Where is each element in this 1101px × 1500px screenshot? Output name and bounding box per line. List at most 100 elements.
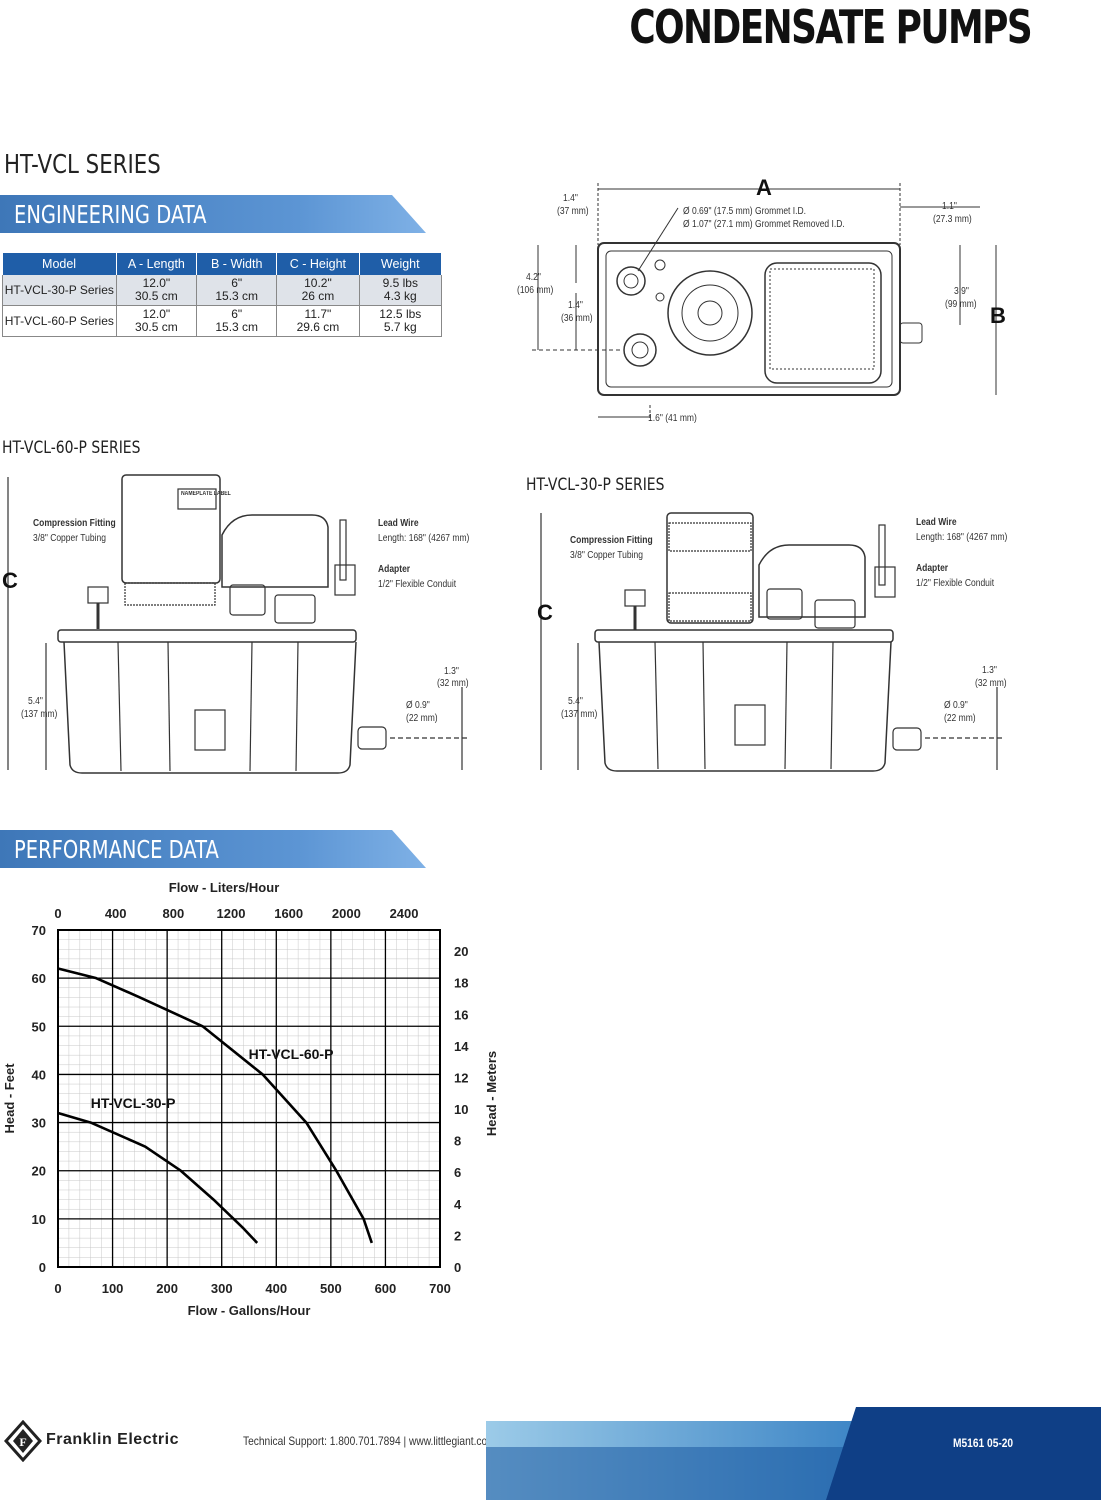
- engineering-banner: ENGINEERING DATA: [0, 195, 426, 233]
- y-tick-label: 10: [32, 1212, 46, 1227]
- chart-border: [57, 929, 441, 1268]
- engineering-table: Model A - Length B - Width C - Height We…: [2, 253, 443, 337]
- cell-model: HT-VCL-30-P Series: [2, 275, 117, 306]
- dim-1-6: 1.6" (41 mm): [648, 413, 697, 424]
- chart-series: [57, 967, 374, 1244]
- grommet-label-2: Ø 1.07" (27.1 mm) Grommet Removed I.D.: [683, 219, 845, 230]
- y2-axis-label: Head - Meters: [484, 1051, 499, 1136]
- dim-1-4-in: 1.4": [563, 193, 578, 204]
- dim-letter-c-30: C: [537, 600, 553, 625]
- cell-length: 12.0"30.5 cm: [116, 275, 198, 306]
- y-tick-label: 50: [32, 1019, 46, 1034]
- series-title: HT-VCL SERIES: [4, 150, 161, 180]
- x2-tick-label: 2000: [332, 906, 361, 921]
- x-tick-label: 600: [375, 1281, 397, 1296]
- x2-tick-label: 400: [105, 906, 127, 921]
- cell-value-in: 12.0": [142, 276, 171, 290]
- dim-1-1-mm: (27.3 mm): [933, 214, 972, 225]
- adapter-label-30: Adapter: [916, 563, 949, 574]
- y-tick-label: 70: [32, 923, 46, 938]
- outlet: [357, 726, 387, 750]
- y-axis-label: Head - Feet: [2, 1063, 17, 1134]
- y2-tick-label: 8: [454, 1134, 461, 1149]
- x-tick-label: 400: [265, 1281, 287, 1296]
- y2-tick-label: 20: [454, 944, 468, 959]
- y2-tick-label: 0: [454, 1260, 461, 1275]
- brand-name: Franklin Electric: [46, 1431, 179, 1448]
- lead-length-label-30: Length: 168" (4267 mm): [916, 532, 1008, 543]
- col-width: B - Width: [196, 253, 278, 275]
- cell-model: HT-VCL-60-P Series: [2, 305, 117, 337]
- cell-value-metric: 30.5 cm: [135, 289, 178, 303]
- performance-heading: PERFORMANCE DATA: [14, 835, 219, 864]
- x-tick-label: 300: [211, 1281, 233, 1296]
- dim-1-3-mm-30: (32 mm): [975, 678, 1007, 689]
- fitting-label-30: Compression Fitting: [570, 535, 653, 546]
- series-label-ht-vcl-60-p: HT-VCL-60-P: [249, 1046, 334, 1062]
- nameplate-label: NAMEPLATE LABEL: [181, 491, 231, 497]
- x2-tick-label: 1200: [217, 906, 246, 921]
- y2-tick-label: 18: [454, 976, 468, 991]
- dim-4-2-in: 4.2": [526, 272, 541, 283]
- tank-lid: [57, 629, 357, 643]
- cell-value-metric: 26 cm: [301, 289, 335, 303]
- cell-length: 12.0"30.5 cm: [116, 305, 198, 337]
- cell-value-in: 10.2": [304, 276, 332, 290]
- franklin-logo-icon: F: [4, 1420, 42, 1462]
- dim-5-4-in-30: 5.4": [568, 696, 583, 707]
- dim-1-3-in-60: 1.3": [444, 666, 459, 677]
- dim-letter-c-60: C: [2, 568, 18, 593]
- lead-length-label-60: Length: 168" (4267 mm): [378, 533, 470, 544]
- dim-1-4b-mm: (36 mm): [561, 313, 593, 324]
- cell-value-in: 11.7": [304, 307, 332, 321]
- float-chamber: [764, 262, 882, 384]
- x2-tick-label: 1600: [274, 906, 303, 921]
- cell-value-metric: 30.5 cm: [135, 320, 178, 334]
- grommet-label-1: Ø 0.69" (17.5 mm) Grommet I.D.: [683, 206, 806, 217]
- y-tick-label: 0: [39, 1260, 46, 1275]
- tank-body: [598, 641, 892, 772]
- cell-value-metric: 15.3 cm: [215, 320, 259, 334]
- conduit-label-30: 1/2" Flexible Conduit: [916, 578, 995, 589]
- performance-banner: PERFORMANCE DATA: [0, 830, 426, 868]
- series-line-ht-vcl-60-p: [57, 967, 374, 1244]
- dim-1-4b-in: 1.4": [568, 300, 583, 311]
- document-code: M5161 05-20: [953, 1436, 1014, 1450]
- lead-wire-label-60: Lead Wire: [378, 518, 419, 529]
- dim-1-3-mm-60: (32 mm): [437, 678, 469, 689]
- cell-height: 10.2"26 cm: [276, 275, 360, 306]
- dim-4-2-mm: (106 mm): [517, 285, 554, 296]
- tubing-label-30: 3/8" Copper Tubing: [570, 550, 643, 561]
- cell-height: 11.7"29.6 cm: [276, 305, 360, 337]
- cell-value-in: 12.0": [142, 307, 171, 321]
- cell-value-metric: 29.6 cm: [296, 320, 340, 334]
- conduit-label-60: 1/2" Flexible Conduit: [378, 579, 457, 590]
- tubing-label-60: 3/8" Copper Tubing: [33, 533, 106, 544]
- tank-body: [63, 641, 357, 774]
- impeller-housing: [667, 270, 753, 356]
- lead-wire-label-30: Lead Wire: [916, 517, 957, 528]
- side60-drawing: [7, 474, 470, 774]
- y2-tick-label: 12: [454, 1070, 468, 1085]
- y2-tick-label: 6: [454, 1165, 461, 1180]
- page-title: CONDENSATE PUMPS: [629, 0, 1032, 54]
- chart-frame: [57, 929, 441, 1268]
- footer-banner: [486, 1407, 1101, 1500]
- table-header-row: Model A - Length B - Width C - Height We…: [2, 253, 443, 275]
- dim-5-4-in-60: 5.4": [28, 696, 43, 707]
- dim-5-4-mm-30: (137 mm): [561, 709, 598, 720]
- y-tick-label: 30: [32, 1116, 46, 1131]
- side30-drawing: [540, 512, 1005, 772]
- col-length: A - Length: [116, 253, 198, 275]
- col-model: Model: [2, 253, 117, 275]
- series-line-ht-vcl-30-p: [57, 1111, 259, 1244]
- dim-1-3-in-30: 1.3": [982, 665, 997, 676]
- y-tick-label: 40: [32, 1067, 46, 1082]
- cell-width: 6"15.3 cm: [196, 275, 278, 306]
- fitting-label-60: Compression Fitting: [33, 518, 116, 529]
- outlet: [892, 727, 922, 751]
